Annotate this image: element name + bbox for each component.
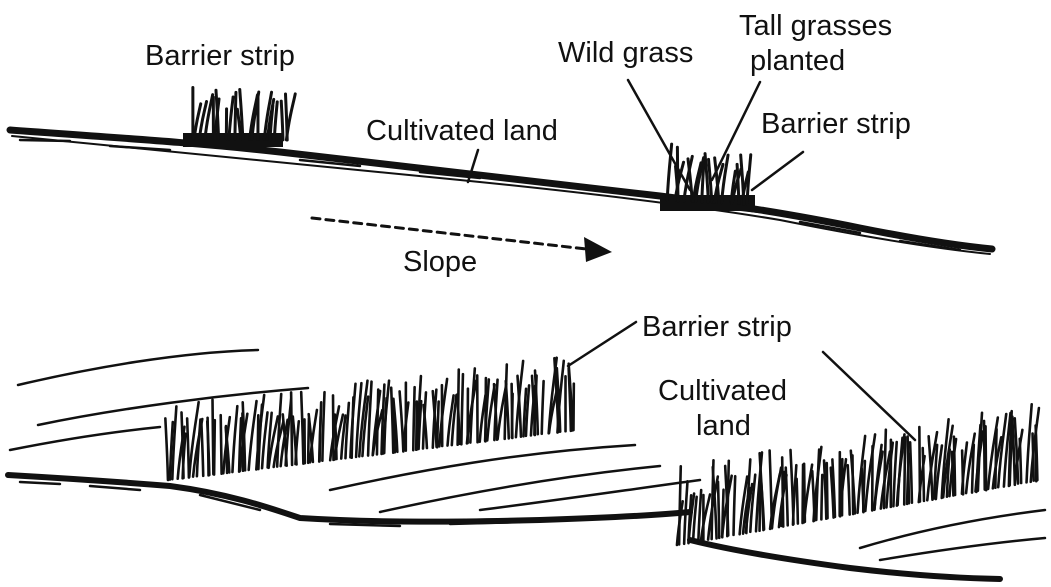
leader-barrier-strip-bottom-right: [823, 352, 915, 440]
grass-blade: [908, 437, 909, 504]
grass-blade: [286, 94, 288, 140]
slope-arrow-head: [584, 237, 612, 262]
grass-blade: [413, 387, 414, 450]
grass-blade: [995, 429, 996, 488]
grass-blade: [461, 374, 463, 444]
grass-blade: [232, 406, 237, 472]
terrace-edge-lower: [690, 540, 1000, 579]
middle-field-furrows: [330, 445, 700, 512]
leader-barrier-strip-bottom-left: [568, 322, 636, 366]
grass-blade: [368, 382, 371, 456]
grass-blade: [954, 437, 955, 495]
grass-blade: [257, 415, 258, 468]
grass-blade: [335, 415, 337, 459]
grass-blade: [904, 437, 905, 504]
right-barrier-strip-grass: [660, 144, 755, 211]
leader-wild-grass: [628, 80, 690, 190]
label-planted: planted: [750, 45, 845, 77]
grass-blade: [291, 392, 292, 464]
bottom-perspective-view: Barrier strip Cultivated land: [8, 311, 1045, 579]
grass-blade: [816, 449, 819, 519]
grass-blade: [235, 92, 236, 138]
label-barrier-strip-right: Barrier strip: [761, 108, 911, 140]
label-cultivated-land: Cultivated land: [366, 115, 558, 147]
lower-field-furrows: [860, 510, 1045, 560]
left-barrier-strip-grass: [183, 87, 295, 147]
label-cultivated: Cultivated: [658, 375, 787, 407]
grass-blade: [898, 438, 903, 505]
grass-blade: [737, 164, 739, 203]
grass-blade: [1020, 439, 1021, 483]
grass-blade: [827, 463, 828, 518]
grass-blade: [893, 442, 896, 506]
grass-blade: [172, 406, 176, 479]
grass-blade: [345, 403, 348, 458]
ground-lower-line: [12, 136, 990, 254]
label-barrier-strip-bottom: Barrier strip: [642, 311, 792, 343]
grass-blade: [542, 381, 544, 434]
grass-blade: [821, 475, 822, 519]
label-land: land: [696, 410, 751, 442]
grass-blade: [1033, 434, 1034, 481]
grass-blade: [910, 442, 912, 502]
grass-blade: [320, 402, 322, 461]
grass-blade: [848, 465, 850, 514]
grass-blade: [923, 448, 924, 501]
label-tall-grasses: Tall grasses: [739, 10, 892, 42]
grass-blade: [972, 445, 974, 493]
grass-blade: [377, 390, 378, 455]
grass-blade: [919, 427, 920, 501]
grass-blade: [249, 401, 257, 470]
grass-blade: [734, 476, 736, 535]
terrace-edge-upper: [8, 475, 690, 522]
grass-blade: [506, 381, 509, 438]
grass-blade: [804, 464, 805, 522]
grass-blade: [791, 450, 794, 524]
ground-texture-line: [20, 140, 960, 250]
label-slope: Slope: [403, 246, 477, 278]
label-barrier-strip-left: Barrier strip: [145, 40, 295, 72]
top-profile-view: Barrier strip Wild grass Tall grasses pl…: [10, 10, 992, 278]
grass-blade: [221, 415, 222, 473]
grass-blade: [213, 400, 214, 474]
grass-blade: [797, 479, 798, 524]
grass-blade: [197, 420, 201, 477]
grass-blade: [201, 424, 203, 476]
grass-blade: [281, 101, 283, 140]
grass-blade: [165, 418, 168, 480]
grass-blade: [884, 430, 886, 508]
grass-blade: [761, 482, 764, 529]
grass-blade: [322, 392, 324, 460]
leader-barrier-strip-right: [752, 152, 803, 190]
grass-blade: [679, 466, 681, 544]
grass-blade: [770, 450, 772, 528]
grass-blade: [262, 412, 267, 468]
grass-blade: [229, 97, 233, 139]
grass-blade: [812, 471, 814, 520]
grass-blade: [187, 418, 189, 477]
label-wild-grass: Wild grass: [558, 37, 693, 69]
middle-barrier-strip-grass: [165, 358, 573, 480]
grass-blade: [1036, 426, 1038, 480]
grass-blade: [984, 421, 985, 490]
grass-blade: [470, 368, 474, 442]
grass-blade: [718, 482, 719, 538]
grass-blade: [512, 394, 513, 438]
grass-blade: [301, 392, 303, 464]
